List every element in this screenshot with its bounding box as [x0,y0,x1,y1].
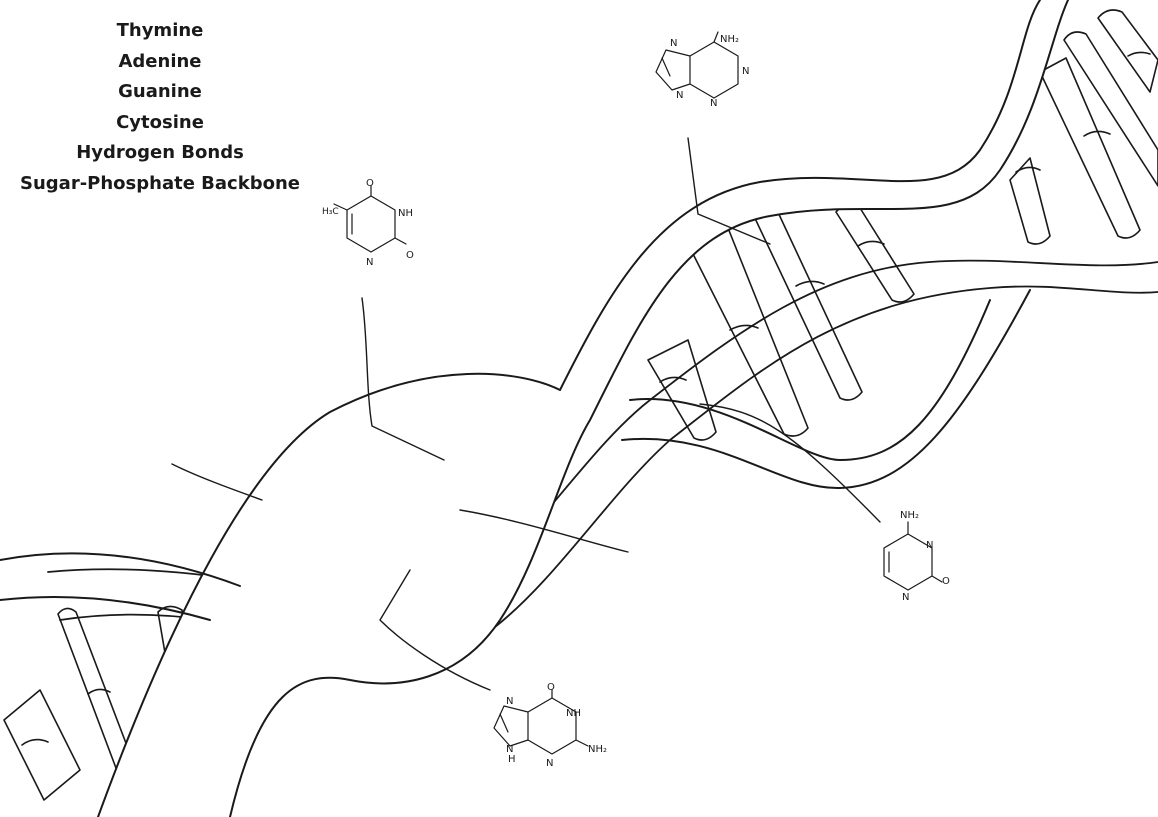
thymine-n-label: N [366,257,373,268]
base-pair-rung [648,340,716,440]
thymine-methyl-label: H₃C [322,207,339,217]
cytosine-molecule: NH₂ N N O [884,510,950,603]
base-pair-rung [752,205,862,400]
base-pair-rung [1098,10,1158,92]
guanine-h-label: H [508,754,516,765]
thymine-molecule: H₃C O NH N O [322,178,414,268]
sugar-phosphate-backbone-front [0,0,1068,817]
cytosine-n1-label: N [926,540,933,551]
base-pair-rung [1040,58,1140,238]
cytosine-nh2-label: NH₂ [900,510,919,521]
cytosine-o-label: O [942,576,950,587]
guanine-o-label: O [547,682,555,693]
guanine-n2-label: N [546,758,553,769]
guanine-n1-label: N [506,696,513,707]
adenine-nh2-label: NH₂ [720,34,739,45]
guanine-nh2-label: NH₂ [588,744,607,755]
cytosine-n2-label: N [902,592,909,603]
base-pair-rung [4,690,80,800]
adenine-n2-label: N [742,66,749,77]
thymine-o-right-label: O [406,250,414,261]
thymine-nh-label: NH [398,208,413,219]
adenine-n3-label: N [676,90,683,101]
thymine-o-top-label: O [366,178,374,189]
base-pair-rung [1010,158,1050,244]
guanine-molecule: O N NH N N H NH₂ [494,682,607,769]
adenine-n4-label: N [710,98,717,109]
base-pair-rung [836,205,914,302]
guanine-nh-label: NH [566,708,581,719]
adenine-molecule: NH₂ N N N N [656,32,749,109]
adenine-n1-label: N [670,38,677,49]
